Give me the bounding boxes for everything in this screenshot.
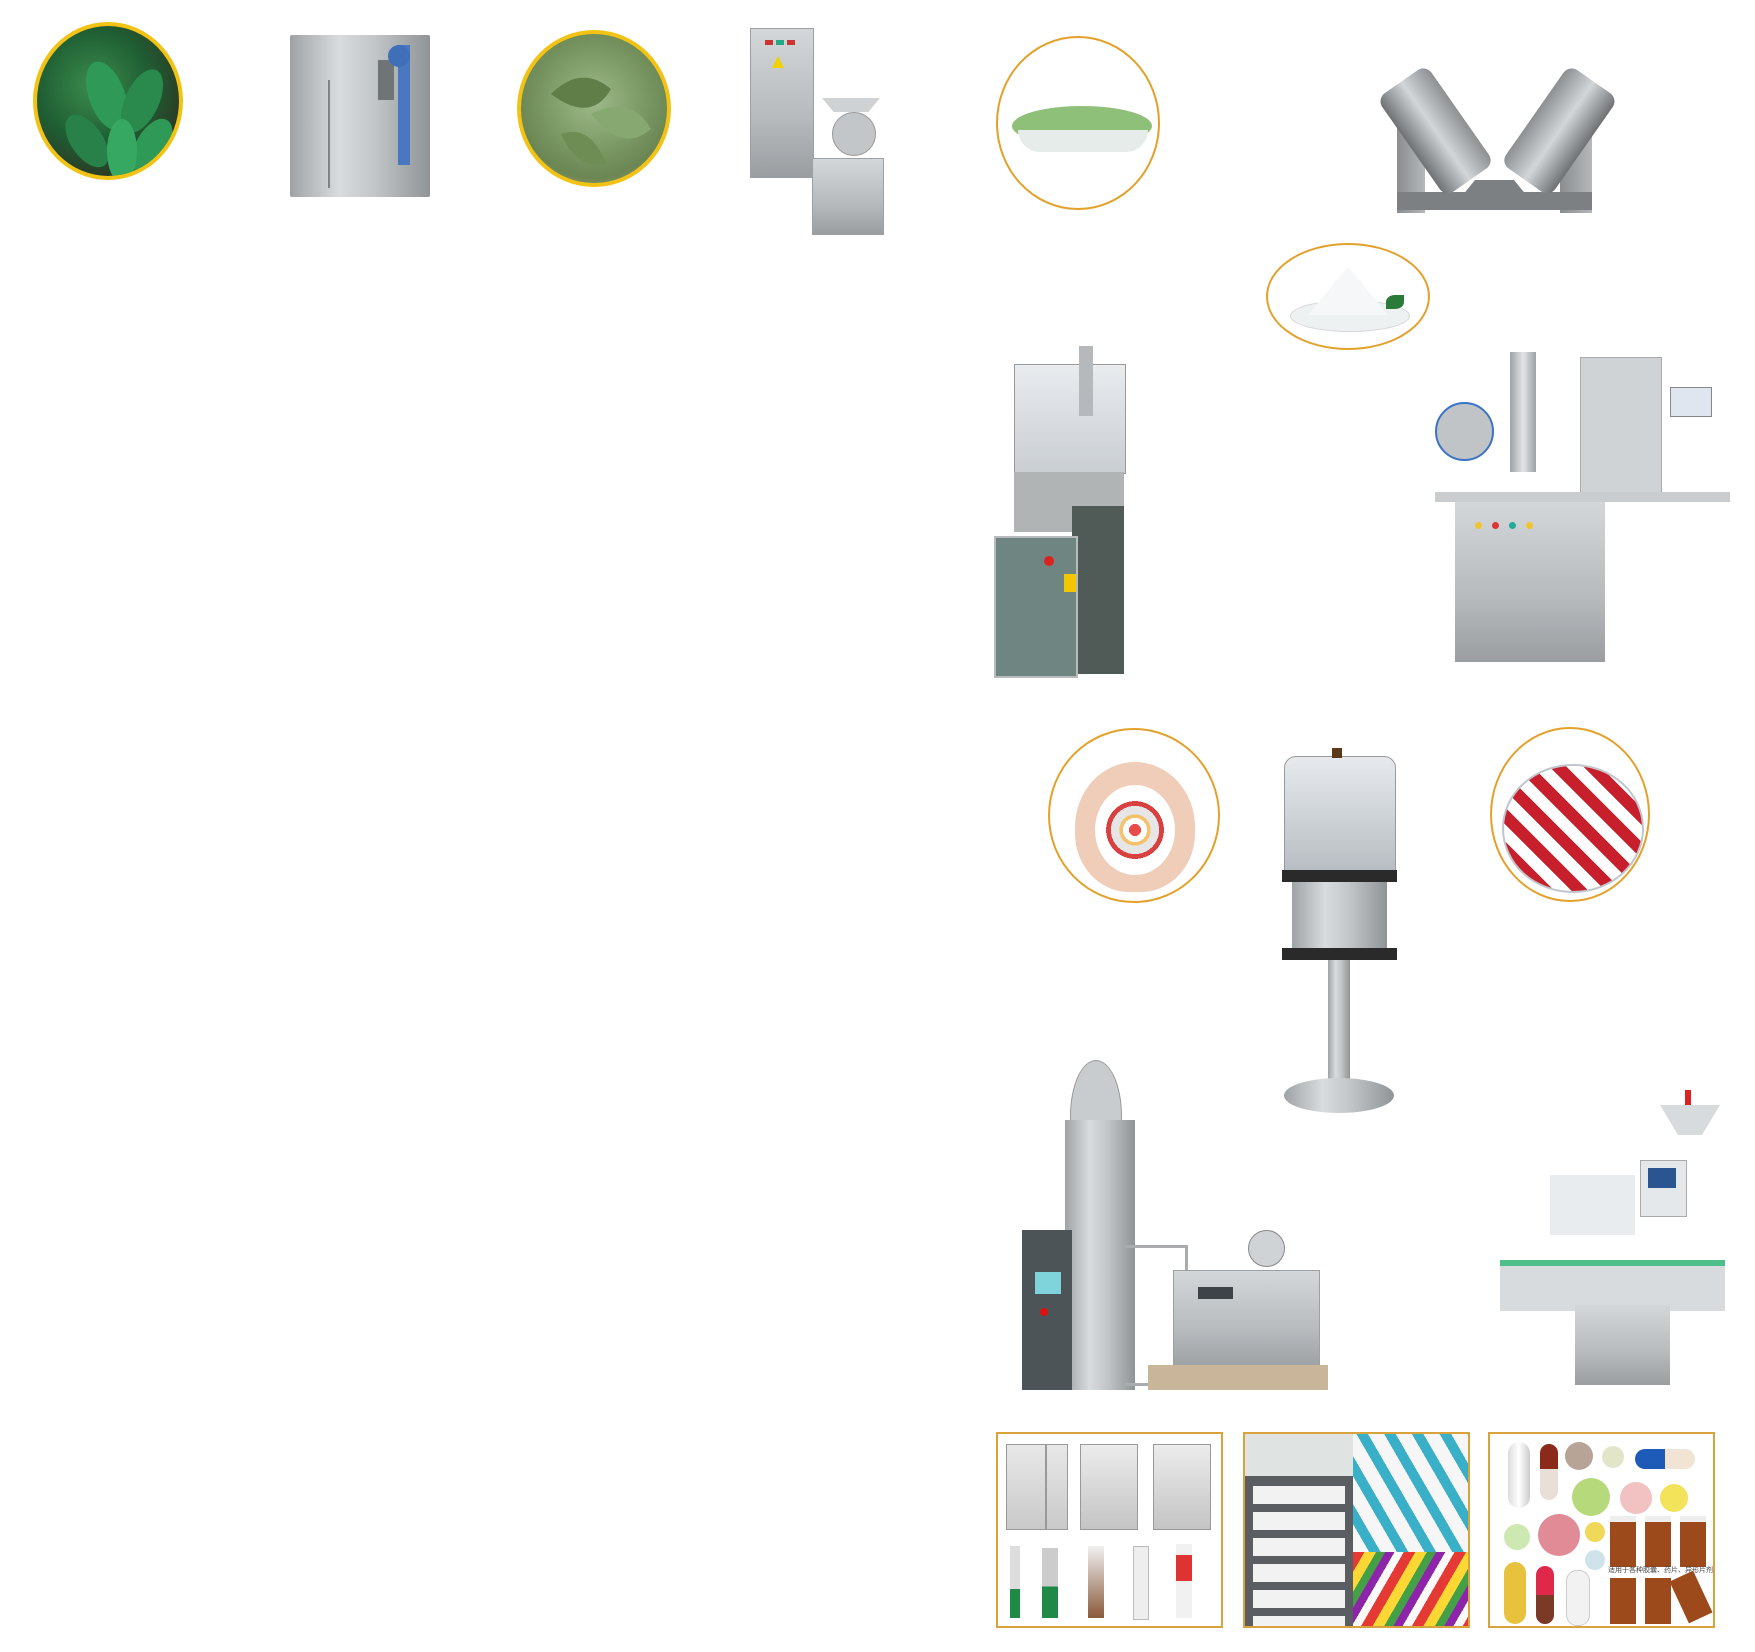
tablets-in-hands-image [1048, 728, 1220, 903]
blister-samples-panel [1243, 1432, 1470, 1628]
grinder-pulverizer-image [750, 28, 886, 235]
bottle-counting-machine-image [1490, 1080, 1740, 1390]
polishing-deduster-image [1274, 718, 1404, 1128]
blister-packing-machine-image [1148, 1215, 1338, 1395]
sachet-packing-machine-image [1010, 1060, 1188, 1395]
red-white-capsules-image [1490, 727, 1650, 902]
rotary-tablet-press-image [994, 346, 1129, 678]
fresh-herb-leaves-image [33, 22, 183, 180]
hot-air-drying-oven-image [290, 35, 430, 197]
green-herbal-powder-image [996, 36, 1160, 210]
bottle-panel-caption: 适用于各种胶囊、药片、异形片剂的颗粒装瓶 [1608, 1567, 1713, 1574]
sachet-samples-panel [996, 1432, 1223, 1628]
bottle-samples-panel: 适用于各种胶囊、药片、异形片剂的颗粒装瓶 [1488, 1432, 1715, 1628]
white-mixed-powder-image [1266, 243, 1430, 350]
capsule-filling-machine-image [1430, 352, 1740, 662]
v-type-mixer-image [1376, 55, 1619, 215]
dried-leaves-image [517, 30, 671, 187]
leaf-icon [65, 61, 173, 176]
